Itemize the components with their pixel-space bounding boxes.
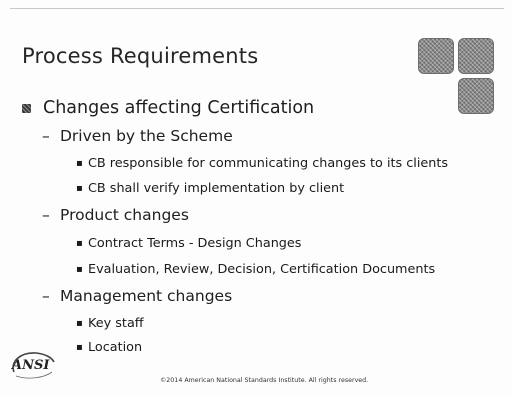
list-item: ▪ CB responsible for communicating change… xyxy=(76,156,448,171)
dash-bullet-icon: – xyxy=(42,287,50,305)
slide-top-border xyxy=(10,8,504,9)
logo-text: ANSI xyxy=(12,358,50,373)
bullet-icon: ▪ xyxy=(76,238,83,249)
sub-bullet: –Management changes xyxy=(42,287,232,305)
main-bullet-text: Changes affecting Certification xyxy=(43,98,315,118)
list-item: ▪ Location xyxy=(76,340,142,355)
sub-bullet-text: Management changes xyxy=(60,287,233,305)
list-item: ▪ Contract Terms - Design Changes xyxy=(76,236,301,251)
list-item-text: Location xyxy=(88,340,143,355)
list-item-text: CB shall verify implementation by client xyxy=(88,181,345,196)
list-item: ▪ CB shall verify implementation by clien… xyxy=(76,181,344,196)
bullet-icon: ▪ xyxy=(76,342,83,353)
list-item: ▪ Evaluation, Review, Decision, Certifica… xyxy=(76,262,435,277)
dash-bullet-icon: – xyxy=(42,206,50,224)
sub-bullet: –Driven by the Scheme xyxy=(42,127,233,145)
list-item-text: Evaluation, Review, Decision, Certificat… xyxy=(88,262,436,277)
slide-title: Process Requirements xyxy=(22,44,259,68)
list-item-text: CB responsible for communicating changes… xyxy=(88,156,449,171)
list-item: ▪ Key staff xyxy=(76,316,144,331)
bullet-icon: ▪ xyxy=(76,158,83,169)
footer-copyright: ©2014 American National Standards Instit… xyxy=(160,377,369,384)
list-item-text: Key staff xyxy=(88,316,144,331)
bullet-icon: ▪ xyxy=(76,264,83,275)
ansi-logo-icon xyxy=(12,352,55,379)
sub-bullet-text: Product changes xyxy=(60,206,189,224)
sub-bullet-text: Driven by the Scheme xyxy=(60,127,233,145)
list-item-text: Contract Terms - Design Changes xyxy=(88,236,302,251)
square-bullet-icon xyxy=(22,103,31,113)
bullet-icon: ▪ xyxy=(76,183,83,194)
dash-bullet-icon: – xyxy=(42,127,50,145)
main-bullet: Changes affecting Certification xyxy=(22,98,314,118)
decorative-tile-image xyxy=(418,38,454,74)
decorative-tile-image xyxy=(458,78,494,114)
bullet-icon: ▪ xyxy=(76,318,83,329)
decorative-tile-image xyxy=(458,38,494,74)
sub-bullet: –Product changes xyxy=(42,206,189,224)
